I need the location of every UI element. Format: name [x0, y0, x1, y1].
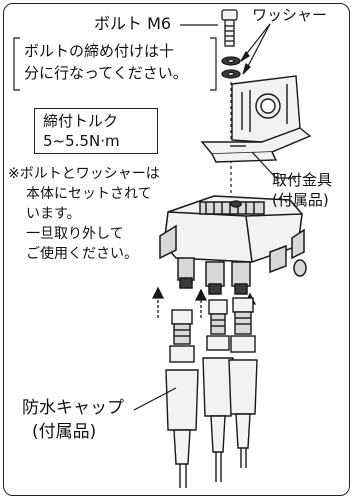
- bracket-leader: [251, 151, 277, 179]
- cap-label-line-1: 防水キャップ: [22, 398, 124, 418]
- bolt-drawing: [221, 9, 238, 47]
- note-line-2: 分に行なってください。: [24, 64, 188, 82]
- bracket-label: 取付金具 (付属品): [272, 170, 332, 210]
- cap-label-line-2: (付属品): [32, 422, 97, 442]
- caution-line-5: ご使用ください。: [26, 246, 138, 262]
- bracket-label-line-2: (付属品): [272, 191, 329, 209]
- caution-line-2: 本体にセットされて: [26, 186, 152, 202]
- note-bracket: [13, 37, 217, 91]
- washer-label: ワッシャー: [252, 6, 328, 24]
- diagram-frame: [3, 3, 350, 496]
- caution-note: ※ボルトとワッシャーは 本体にセットされて います。 一旦取り外して ご使用くだ…: [8, 164, 160, 264]
- bracket-label-line-1: 取付金具: [272, 171, 333, 189]
- cap-leader: [133, 387, 177, 411]
- torque-title: 締付トルク: [43, 112, 119, 130]
- washer-leaders: [240, 23, 271, 75]
- caution-line-3: います。: [26, 206, 81, 222]
- torque-box: 締付トルク 5~5.5N·m: [34, 108, 158, 154]
- bolt-label: ボルト M6: [94, 14, 172, 33]
- torque-value: 5~5.5N·m: [43, 132, 120, 150]
- note-line-1: ボルトの締め付けは十: [24, 42, 175, 60]
- device-body-drawing: [159, 195, 307, 295]
- caution-line-1: ※ボルトとワッシャーは: [8, 166, 160, 182]
- washer-drawing: [221, 56, 241, 79]
- cap-label: 防水キャップ (付属品): [22, 396, 124, 444]
- cables-drawing: [165, 297, 258, 488]
- mounting-bracket-drawing: [200, 75, 312, 163]
- caution-line-4: 一旦取り外して: [26, 226, 124, 242]
- tightening-note: ボルトの締め付けは十 分に行なってください。: [24, 40, 188, 84]
